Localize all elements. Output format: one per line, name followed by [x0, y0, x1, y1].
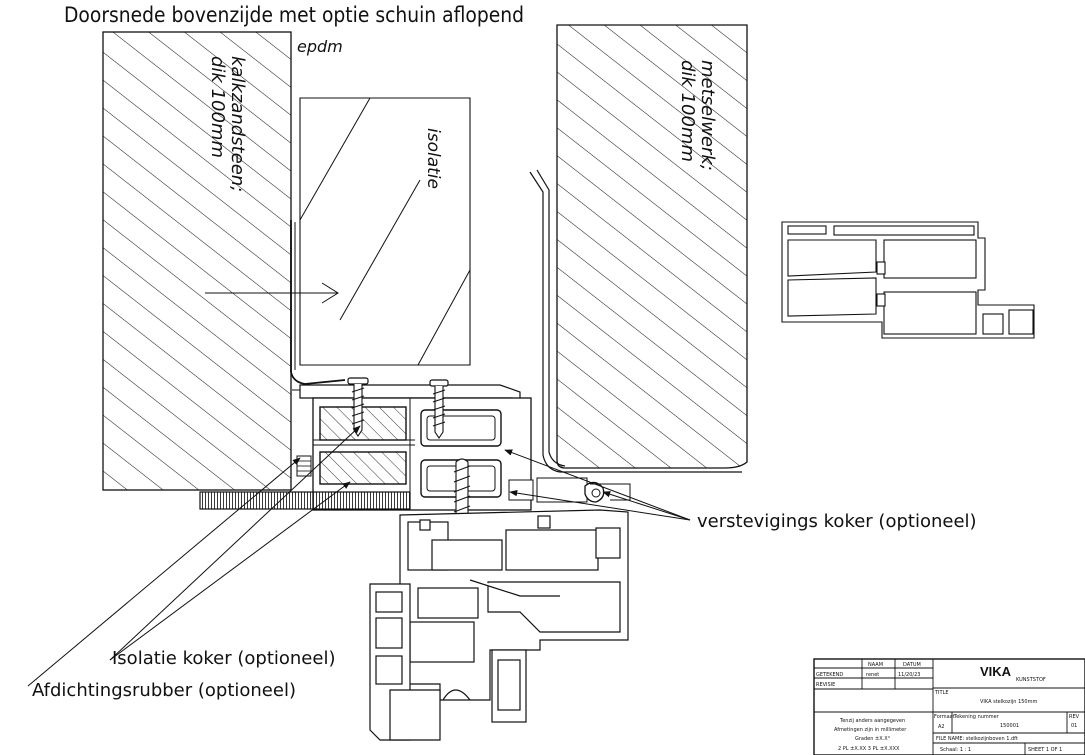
flashing-profile [529, 171, 742, 473]
tb-number-value: 150001 [1000, 723, 1019, 729]
insulation-tube-label: Isolatie koker (optioneel) [112, 648, 335, 669]
tb-drawn-name: renet [866, 672, 879, 678]
right-wall-thickness: dik 100mm [677, 60, 698, 162]
tb-rev-value: 01 [1071, 723, 1077, 729]
tb-brand-sub: KUNSTSTOF [1016, 677, 1046, 683]
tb-brand-logo: VIKA [980, 664, 1012, 679]
insulation-tube-lower [319, 451, 407, 485]
tb-col-date: DATUM [903, 662, 921, 668]
left-wall-sandlime [102, 31, 292, 491]
left-wall-name: kalkzandsteen; [227, 56, 248, 192]
tb-note-3: Graden ±X.X° [855, 736, 891, 742]
left-wall-thickness: dik 100mm [207, 56, 228, 158]
right-wall-name: metselwerk; [697, 60, 718, 171]
tb-revision-label: REVISIE [816, 682, 835, 688]
tb-col-name: NAAM [868, 662, 883, 668]
epdm-membrane [290, 220, 346, 385]
tb-title-label: TITLE [934, 690, 949, 696]
insulation-board [299, 97, 471, 366]
tb-format-value: A2 [938, 724, 945, 730]
reinforcement-label: verstevigings koker (optioneel) [697, 511, 977, 532]
tb-number-label: Tekening nummer [953, 714, 1000, 720]
tb-note-2: Afmetingen zijn in millimeter [834, 727, 907, 733]
left-wall-label: kalkzandsteen; dik 100mm [207, 56, 248, 192]
tb-file-label: FILE NAME: stelkozijnboven 1.dft [936, 736, 1018, 742]
screw-left [347, 377, 369, 437]
tb-note-4: 2 PL ±X.XX 3 PL ±X.XXX [838, 746, 900, 752]
window-frame-profile [369, 509, 629, 741]
seal-right [584, 481, 605, 503]
tb-rev-label: REV [1069, 714, 1080, 720]
drawing-title: Doorsnede bovenzijde met optie schuin af… [64, 3, 524, 27]
annotation-leaders [27, 425, 691, 687]
profile-cross-section [781, 221, 1035, 339]
title-block-text: NAAM DATUM GETEKEND renet 11/20/23 REVIS… [816, 662, 1080, 753]
insulation-label: isolatie [423, 128, 443, 189]
tb-sheet-label: SHEET 1 OF 1 [1028, 747, 1062, 753]
sealing-rubber-label: Afdichtingsrubber (optioneel) [32, 680, 296, 701]
screw-middle [429, 379, 449, 439]
tb-drawn-label: GETEKEND [816, 672, 843, 678]
tb-note-1: Tenzij anders aangegeven [839, 718, 905, 724]
epdm-label: epdm [297, 37, 343, 56]
tb-scale-label: Schaal: 1 : 1 [940, 747, 971, 753]
title-block [813, 658, 1085, 755]
tb-format-label: Formaat [934, 714, 955, 720]
right-wall-label: metselwerk; dik 100mm [677, 60, 718, 171]
sealing-rubber-strip [199, 491, 411, 510]
reinforcement-tube-upper [420, 409, 502, 447]
tb-drawing-title: VIKA stelkozijn 150mm [980, 699, 1037, 705]
tb-drawn-date: 11/20/23 [898, 672, 920, 678]
